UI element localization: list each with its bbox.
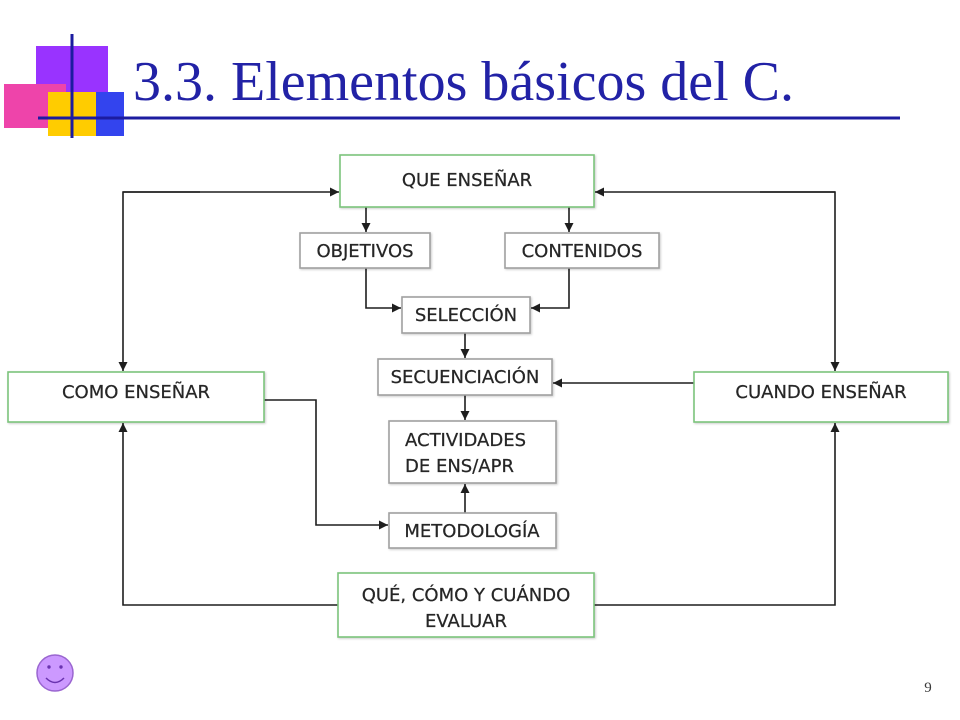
- connector-contenidos-to-seleccion: [531, 268, 570, 313]
- smiley-right-eye: [59, 665, 63, 669]
- node-contenidos: CONTENIDOS: [504, 232, 660, 269]
- node-evaluar-label-line2: EVALUAR: [425, 611, 507, 632]
- blue-square: [96, 92, 124, 136]
- node-que-ensenar-box: [339, 154, 595, 208]
- smiley-face-icon: [36, 654, 74, 692]
- connector-loop-right-to-cuando: [760, 191, 840, 371]
- node-actividades: ACTIVIDADES DE ENS/APR: [388, 420, 557, 484]
- connector-objetivos-to-seleccion: [365, 268, 401, 313]
- node-cuando-ensenar: CUANDO ENSEÑAR: [693, 371, 949, 423]
- slide-title: 3.3. Elementos básicos del C.: [133, 51, 794, 113]
- node-metodologia-box: [388, 512, 557, 549]
- node-secuenciacion: SECUENCIACIÓN: [377, 358, 553, 396]
- connector-loop-left-to-como: [118, 191, 200, 371]
- node-actividades-box: [388, 420, 557, 484]
- connector-como-to-metodologia: [264, 399, 388, 530]
- smiley-left-eye: [47, 665, 51, 669]
- connector-evaluar-to-cuando: [594, 423, 840, 606]
- node-evaluar-label-line1: QUÉ, CÓMO Y CUÁNDO: [362, 584, 571, 606]
- decorative-squares: [4, 34, 124, 138]
- node-como-ensenar-box: [7, 371, 265, 423]
- node-seleccion: SELECCIÓN: [401, 296, 531, 334]
- smiley-mouth: [45, 677, 65, 684]
- node-evaluar: QUÉ, CÓMO Y CUÁNDO EVALUAR: [337, 572, 595, 638]
- page-number: 9: [924, 680, 932, 696]
- node-actividades-label-line2: DE ENS/APR: [405, 456, 514, 477]
- smiley-face: [36, 654, 74, 692]
- node-seleccion-box: [401, 296, 531, 334]
- node-objetivos: OBJETIVOS: [299, 232, 431, 269]
- node-evaluar-box: [337, 572, 595, 638]
- node-como-ensenar: COMO ENSEÑAR: [7, 371, 265, 423]
- node-cuando-ensenar-label: CUANDO ENSEÑAR: [735, 381, 906, 403]
- node-actividades-label-line1: ACTIVIDADES: [405, 430, 526, 451]
- node-como-ensenar-label: COMO ENSEÑAR: [62, 381, 210, 403]
- node-objetivos-box: [299, 232, 431, 269]
- node-cuando-ensenar-box: [693, 371, 949, 423]
- node-que-ensenar: QUE ENSEÑAR: [339, 154, 595, 208]
- diagram-connectors: [118, 187, 840, 606]
- node-secuenciacion-label: SECUENCIACIÓN: [391, 366, 540, 388]
- node-objetivos-label: OBJETIVOS: [316, 241, 413, 262]
- connector-evaluar-to-como: [118, 423, 338, 606]
- node-contenidos-label: CONTENIDOS: [522, 241, 643, 262]
- node-que-ensenar-label: QUE ENSEÑAR: [402, 169, 532, 191]
- node-metodologia: METODOLOGÍA: [388, 512, 557, 549]
- node-metodologia-label: METODOLOGÍA: [404, 520, 540, 542]
- node-secuenciacion-box: [377, 358, 553, 396]
- node-seleccion-label: SELECCIÓN: [415, 304, 517, 326]
- node-contenidos-box: [504, 232, 660, 269]
